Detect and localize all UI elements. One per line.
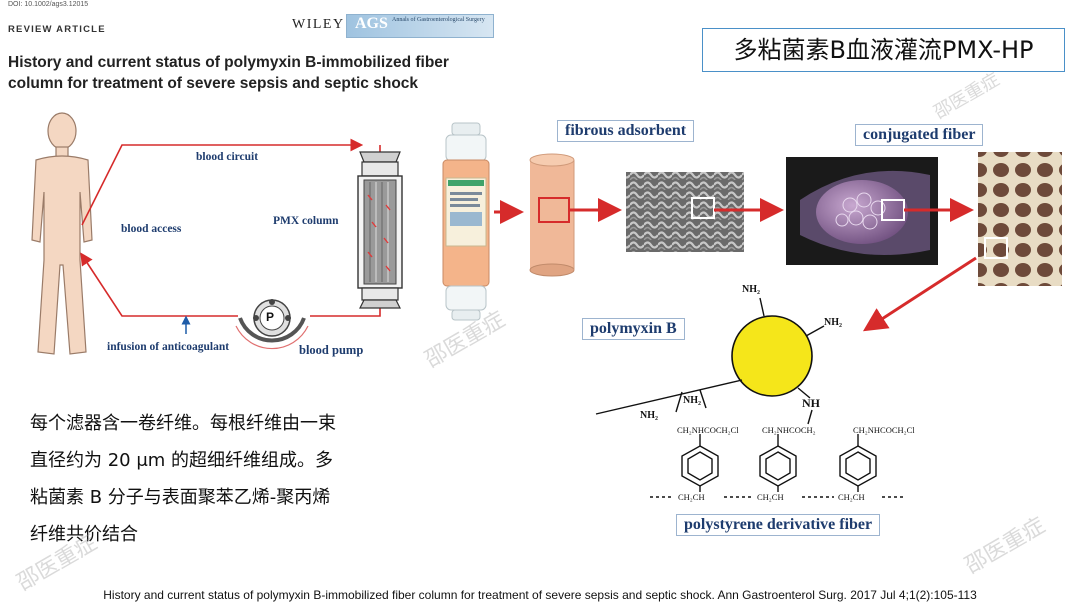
nh2-lower: NH₂ [683,395,701,406]
pmx-cartridge-icon [442,122,490,321]
slide-headline: 多粘菌素B血液灌流PMX-HP [702,28,1065,72]
doi-text: DOI: 10.1002/ags3.12015 [8,1,89,8]
journal-logo-text: AGS [355,15,388,32]
backbone-1: CH₂CH [678,492,705,502]
side-group-2: CH₂NHCOCH₂ [762,425,816,435]
polymyxin-b-molecule [731,315,813,397]
nh2-right: NH₂ [824,317,842,328]
article-type: REVIEW ARTICLE [8,24,106,35]
chemical-bonds [595,297,825,425]
pump-symbol: P [266,310,275,324]
human-figure-icon [31,112,93,355]
side-group-1: CH₂NHCOCH₂Cl [677,425,739,435]
publisher-logo: WILEY [292,17,345,32]
label-blood-circuit: blood circuit [196,151,259,163]
label-polystyrene-fiber: polystyrene derivative fiber [676,514,881,536]
conjugated-fiber-micrograph [786,157,938,265]
citation-text: History and current status of polymyxin … [103,588,977,602]
description-line-1: 每个滤器含一卷纤维。每根纤维由一束 [30,413,336,434]
backbone-2: CH₂CH [757,492,784,502]
description-line-4: 纤维共价结合 [30,524,138,545]
journal-name: Annals of Gastroenterological Surgery [392,17,485,23]
journal-logo [346,14,494,38]
nh2-left: NH₂ [640,410,658,421]
fiber-roll-icon [529,153,575,277]
polystyrene-structure [650,434,906,498]
label-conjugated-fiber: conjugated fiber [855,124,984,146]
nh2-top: NH₂ [742,284,760,295]
description-line-3: 粘菌素 B 分子与表面聚苯乙烯-聚丙烯 [30,487,331,508]
fiber-cross-section-micrograph [978,152,1062,286]
nh-group: NH [802,396,820,410]
label-blood-pump: blood pump [299,343,364,357]
backbone-3: CH₂CH [838,492,865,502]
paper-title: History and current status of polymyxin … [8,54,449,92]
blood-pump-icon [235,299,309,350]
label-fibrous-adsorbent: fibrous adsorbent [557,120,695,142]
flow-arrow-5 [862,256,977,332]
label-polymyxin-b: polymyxin B [582,318,685,340]
label-pmx-column: PMX column [273,215,339,227]
label-blood-access: blood access [121,223,182,235]
description-line-2: 直径约为 20 μm 的超细纤维组成。多 [30,450,334,471]
pmx-column-icon [357,151,403,309]
description-text: 每个滤器含一卷纤维。每根纤维由一束 直径约为 20 μm 的超细纤维组成。多 粘… [30,405,410,553]
fibrous-adsorbent-micrograph [626,172,744,252]
label-infusion: infusion of anticoagulant [107,341,230,353]
side-group-3: CH₂NHCOCH₂Cl [853,425,915,435]
